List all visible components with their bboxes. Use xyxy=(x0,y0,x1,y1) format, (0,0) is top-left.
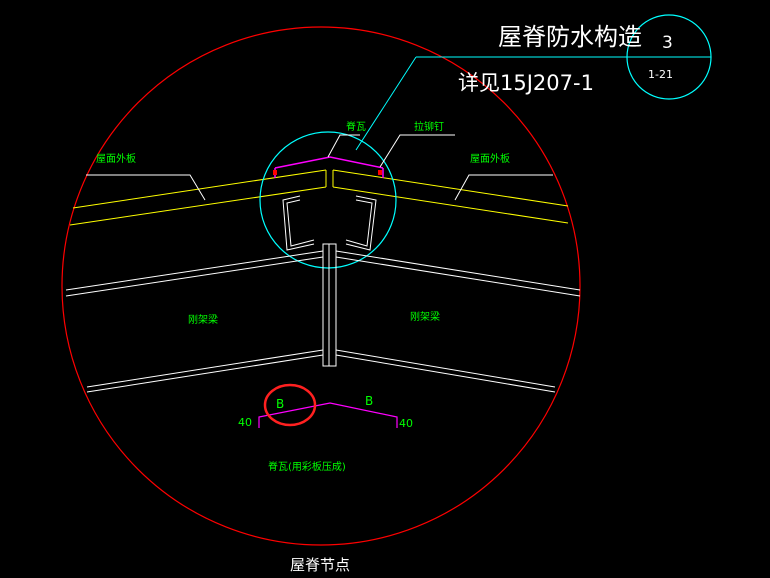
roof-outer-panel-right xyxy=(332,169,569,224)
ridge-tile-label: 脊瓦 xyxy=(346,120,366,133)
dimension-b-left: B xyxy=(276,397,284,411)
rivet-right xyxy=(378,170,382,175)
detail-title: 屋脊防水构造 xyxy=(498,23,642,51)
reference-text: 详见15J207-1 xyxy=(458,71,594,95)
label-leaders xyxy=(86,134,553,201)
roof-outer-panel-left-label: 屋面外板 xyxy=(96,152,136,165)
ridge-tile xyxy=(274,156,384,169)
detail-number: 3 xyxy=(662,33,673,53)
purlin-left xyxy=(282,195,315,251)
rivet-label: 拉铆钉 xyxy=(414,120,444,133)
dimension-b-right: B xyxy=(365,394,373,408)
drawing-caption: 屋脊节点 xyxy=(290,556,350,574)
title-leader-line xyxy=(355,56,417,151)
frame-beam-right-label: 刚架梁 xyxy=(410,310,440,323)
frame-beam-left-label: 刚架梁 xyxy=(188,313,218,326)
frame-beam-top xyxy=(65,250,581,297)
dimension-40-left: 40 xyxy=(238,416,252,429)
dimension-40-right: 40 xyxy=(399,417,413,430)
ridge-tile-profile xyxy=(258,402,398,428)
ridge-tile-note: 脊瓦(用彩板压成) xyxy=(268,460,346,473)
sheet-number: 1-21 xyxy=(648,68,673,81)
roof-outer-panel-right-label: 屋面外板 xyxy=(470,152,510,165)
rivet-left xyxy=(273,170,277,175)
roof-outer-panel-left xyxy=(69,169,327,226)
purlin-right xyxy=(345,195,377,251)
highlight-circle xyxy=(263,383,317,427)
enlarged-detail-circle xyxy=(259,131,397,269)
detail-boundary-circle xyxy=(61,26,581,546)
frame-beam-bottom xyxy=(86,349,556,393)
